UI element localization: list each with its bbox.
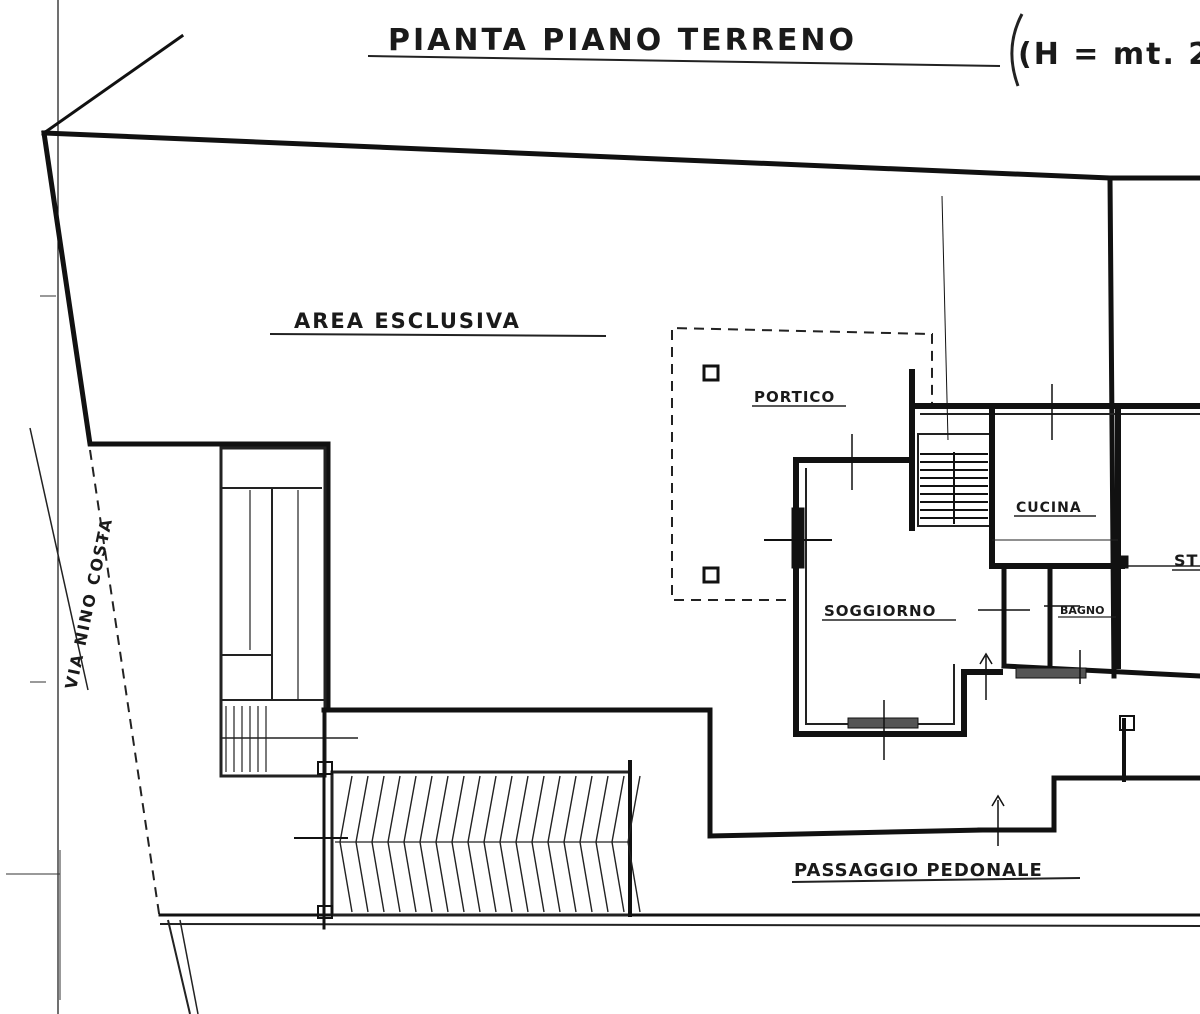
title-underline [367,55,1001,67]
cucina-label: CUCINA [1016,500,1082,516]
ramp-block [219,441,358,778]
margin-marks [6,295,61,1000]
garage-hatched-area [321,707,983,930]
soggiorno-label: SOGGIORNO [824,602,936,620]
height-note-parenthesis [1010,13,1024,87]
portico-label: PORTICO [754,388,835,406]
street-label: VIA NINO COSTA [61,516,116,691]
bagno-label: BAGNO [1060,604,1104,617]
house-walls [793,369,1200,833]
street-line [29,427,89,691]
st-label: ST [1174,551,1198,570]
area-esclusiva-underline [269,333,607,337]
passaggio-pedonale-label: PASSAGGIO PEDONALE [794,860,1043,881]
openings [294,195,1135,919]
portico-outline [671,326,933,601]
plan-title: PIANTA PIANO TERRENO [388,23,857,58]
height-note: (H = mt. 2. [1018,37,1200,72]
area-esclusiva-label: AREA ESCLUSIVA [294,309,521,333]
site-boundary [41,0,1200,1014]
